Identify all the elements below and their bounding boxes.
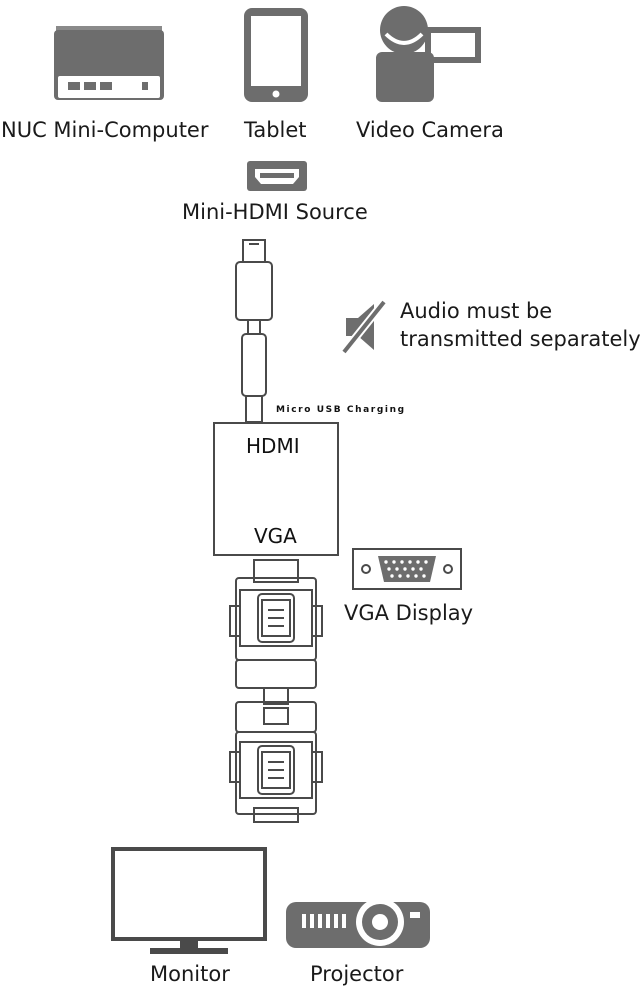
nuc-label: NUC Mini-Computer	[1, 118, 209, 142]
adapter-box	[213, 422, 339, 556]
vga-connector-pair-icon	[229, 559, 323, 823]
mini-hdmi-cable-icon	[235, 239, 273, 423]
video-camera-icon	[376, 6, 481, 102]
audio-note-line1: Audio must be	[400, 299, 553, 323]
nuc-computer-icon	[54, 26, 164, 100]
audio-note-line2: transmitted separately	[400, 327, 640, 351]
vga-display-label: VGA Display	[344, 601, 474, 625]
camera-label: Video Camera	[356, 118, 504, 142]
tablet-icon	[244, 8, 308, 102]
micro-usb-label: Micro USB Charging	[276, 405, 406, 415]
mini-hdmi-source-label: Mini-HDMI Source	[182, 200, 368, 224]
adapter-vga-label: VGA	[254, 524, 297, 548]
adapter-hdmi-label: HDMI	[246, 434, 300, 458]
monitor-icon	[111, 847, 267, 954]
projector-label: Projector	[310, 962, 404, 986]
projector-icon	[286, 898, 430, 948]
tablet-label: Tablet	[244, 118, 307, 142]
vga-port-icon	[352, 548, 462, 590]
muted-speaker-icon	[340, 299, 388, 355]
monitor-label: Monitor	[150, 962, 230, 986]
mini-hdmi-port-icon	[247, 161, 307, 191]
